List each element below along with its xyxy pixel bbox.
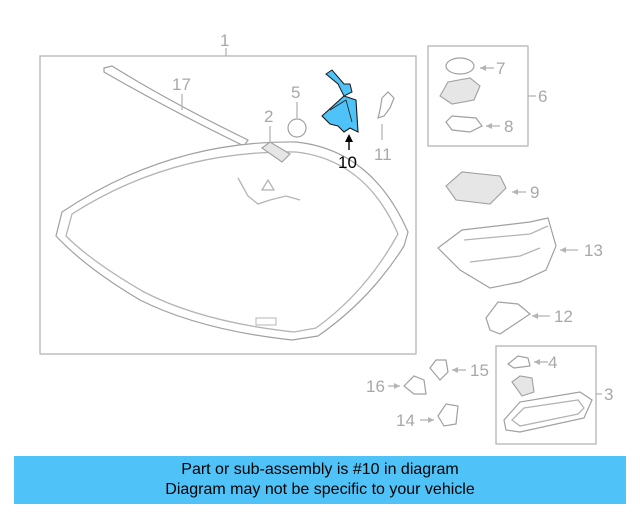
mirror-mount-area	[237, 177, 301, 205]
part-11-clip	[377, 91, 395, 119]
part-9-housing	[445, 171, 507, 205]
parts-diagram: 1 17 2 5 10 11 6 7 8 9 1	[39, 31, 613, 445]
callout-7: 7	[496, 59, 505, 78]
callout-3: 3	[604, 385, 613, 404]
rain-sensor	[439, 77, 481, 105]
callout-5: 5	[291, 83, 300, 102]
part-10-highlighted	[321, 69, 359, 133]
info-banner: Part or sub-assembly is #10 in diagram D…	[14, 456, 626, 504]
part-5-disc	[287, 118, 307, 138]
moulding-strip	[103, 65, 249, 147]
mount-triangle	[260, 178, 276, 191]
callout-1: 1	[220, 31, 229, 50]
callout-9: 9	[530, 183, 539, 202]
callout-16: 16	[366, 377, 385, 396]
windshield-glass	[55, 141, 409, 341]
callout-8: 8	[504, 117, 513, 136]
callout-11: 11	[374, 145, 392, 164]
callout-2: 2	[264, 107, 273, 126]
mirror-mount	[511, 375, 535, 397]
part-4-clip	[506, 355, 531, 369]
callout-12: 12	[554, 307, 573, 326]
vin-window	[255, 317, 277, 326]
rearview-mirror	[503, 391, 593, 433]
banner-line-1: Part or sub-assembly is #10 in diagram	[181, 461, 459, 478]
banner-line-2: Diagram may not be specific to your vehi…	[165, 481, 475, 498]
part-14-clip	[437, 403, 459, 427]
group-3-frame	[495, 345, 597, 445]
part-2-pad	[261, 141, 291, 163]
callout-10: 10	[338, 153, 357, 172]
callout-6: 6	[538, 87, 547, 106]
part-8-bracket	[445, 115, 483, 133]
part-13-cover	[437, 217, 557, 289]
part-16-clip	[403, 375, 427, 395]
part-15-clip	[429, 359, 449, 381]
windshield-glass-inner	[65, 151, 399, 333]
callout-15: 15	[470, 361, 489, 380]
windshield-group-frame	[39, 55, 417, 355]
callout-17: 17	[172, 75, 191, 94]
part-7-seal	[445, 57, 475, 75]
part-12-bracket	[485, 301, 532, 335]
callout-13: 13	[584, 241, 603, 260]
callout-4: 4	[548, 353, 557, 372]
callout-14: 14	[396, 411, 415, 430]
